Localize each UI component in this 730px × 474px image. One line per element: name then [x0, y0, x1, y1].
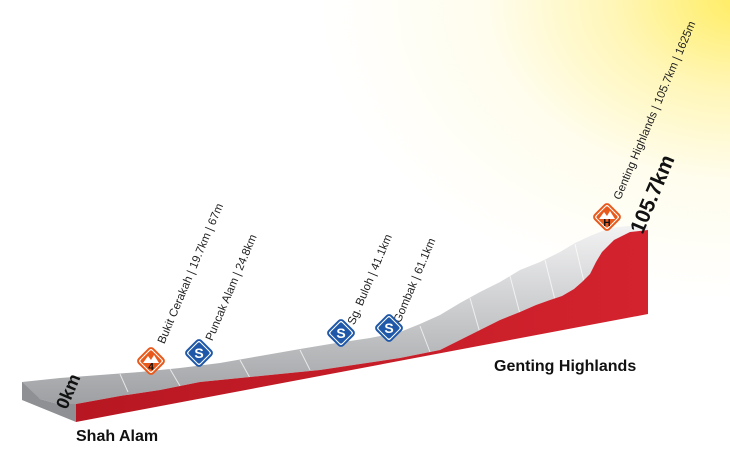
svg-text:S: S — [384, 320, 393, 336]
sprint-icon: S — [327, 319, 355, 347]
terrain-ridges — [119, 243, 586, 393]
sprint-icon: S — [375, 314, 403, 342]
sprint-icon: S — [185, 339, 213, 367]
category-4-climb-icon: 4 — [137, 347, 165, 375]
terrain-surface — [22, 226, 648, 404]
hors-categorie-climb-icon: H — [593, 203, 621, 231]
finish-town-label: Genting Highlands — [494, 358, 637, 375]
svg-text:4: 4 — [148, 362, 154, 373]
svg-text:S: S — [336, 325, 345, 341]
svg-text:S: S — [194, 345, 203, 361]
terrain-left-face — [22, 382, 76, 422]
terrain-front — [76, 230, 648, 422]
start-town-label: Shah Alam — [76, 428, 159, 445]
svg-text:H: H — [603, 218, 610, 229]
